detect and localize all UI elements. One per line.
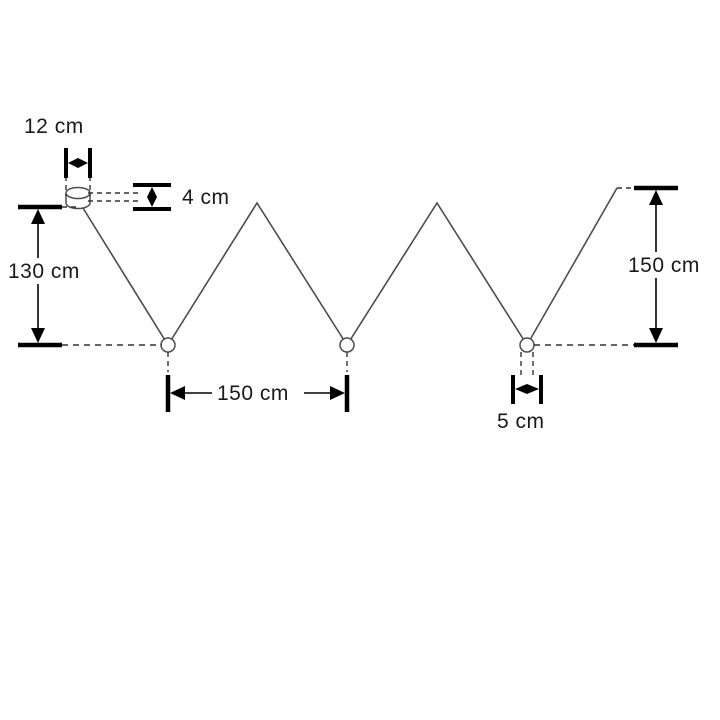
dimension-label-4cm: 4 cm: [182, 186, 230, 209]
label-backing-150cm-vertical: [622, 252, 718, 278]
arrowhead-4cm-bottom: [147, 197, 157, 207]
zigzag-cable-path: [77, 187, 618, 347]
label-backing-130cm: [2, 258, 97, 284]
node-circle-2: [339, 337, 355, 353]
extension-lines: [62, 158, 634, 375]
node-circle-3: [519, 337, 535, 353]
dimension-150cm-vertical: 150 cm: [622, 185, 718, 348]
dimension-4cm: 4 cm: [133, 183, 230, 211]
dimension-12cm: 12 cm: [24, 115, 92, 178]
arrowhead-bottom-150cm-right: [330, 386, 345, 400]
label-backing-150cm-horizontal: [212, 380, 304, 406]
node-circle-1: [160, 337, 176, 353]
arrowhead-150cm-bottom: [649, 328, 663, 343]
dimension-label-5cm: 5 cm: [497, 410, 545, 433]
arrowhead-12cm-left: [68, 158, 78, 168]
arrowhead-5cm-left: [515, 384, 527, 394]
cylinder-top-ellipse: [65, 186, 91, 200]
dimension-130cm: 130 cm: [2, 204, 97, 348]
dimension-label-12cm: 12 cm: [24, 115, 84, 138]
dimension-150cm-horizontal: 150 cm: [165, 375, 350, 412]
dimension-label-150cm-vertical: 150 cm: [628, 254, 700, 277]
dimension-label-150cm-horizontal: 150 cm: [217, 382, 289, 405]
dimension-label-130cm: 130 cm: [8, 260, 80, 283]
dimension-5cm: 5 cm: [497, 375, 545, 433]
arrowhead-bottom-150cm-left: [170, 386, 185, 400]
cable-polyline: [77, 187, 618, 347]
arrowhead-150cm-top: [649, 190, 663, 205]
cable-node-markers: [160, 337, 535, 353]
arrowhead-12cm-right: [78, 158, 88, 168]
arrowhead-4cm-top: [147, 187, 157, 197]
arrowhead-130cm-top: [31, 209, 45, 224]
cylinder-spool: [65, 186, 91, 210]
arrowhead-130cm-bottom: [31, 328, 45, 343]
arrowhead-5cm-right: [527, 384, 539, 394]
